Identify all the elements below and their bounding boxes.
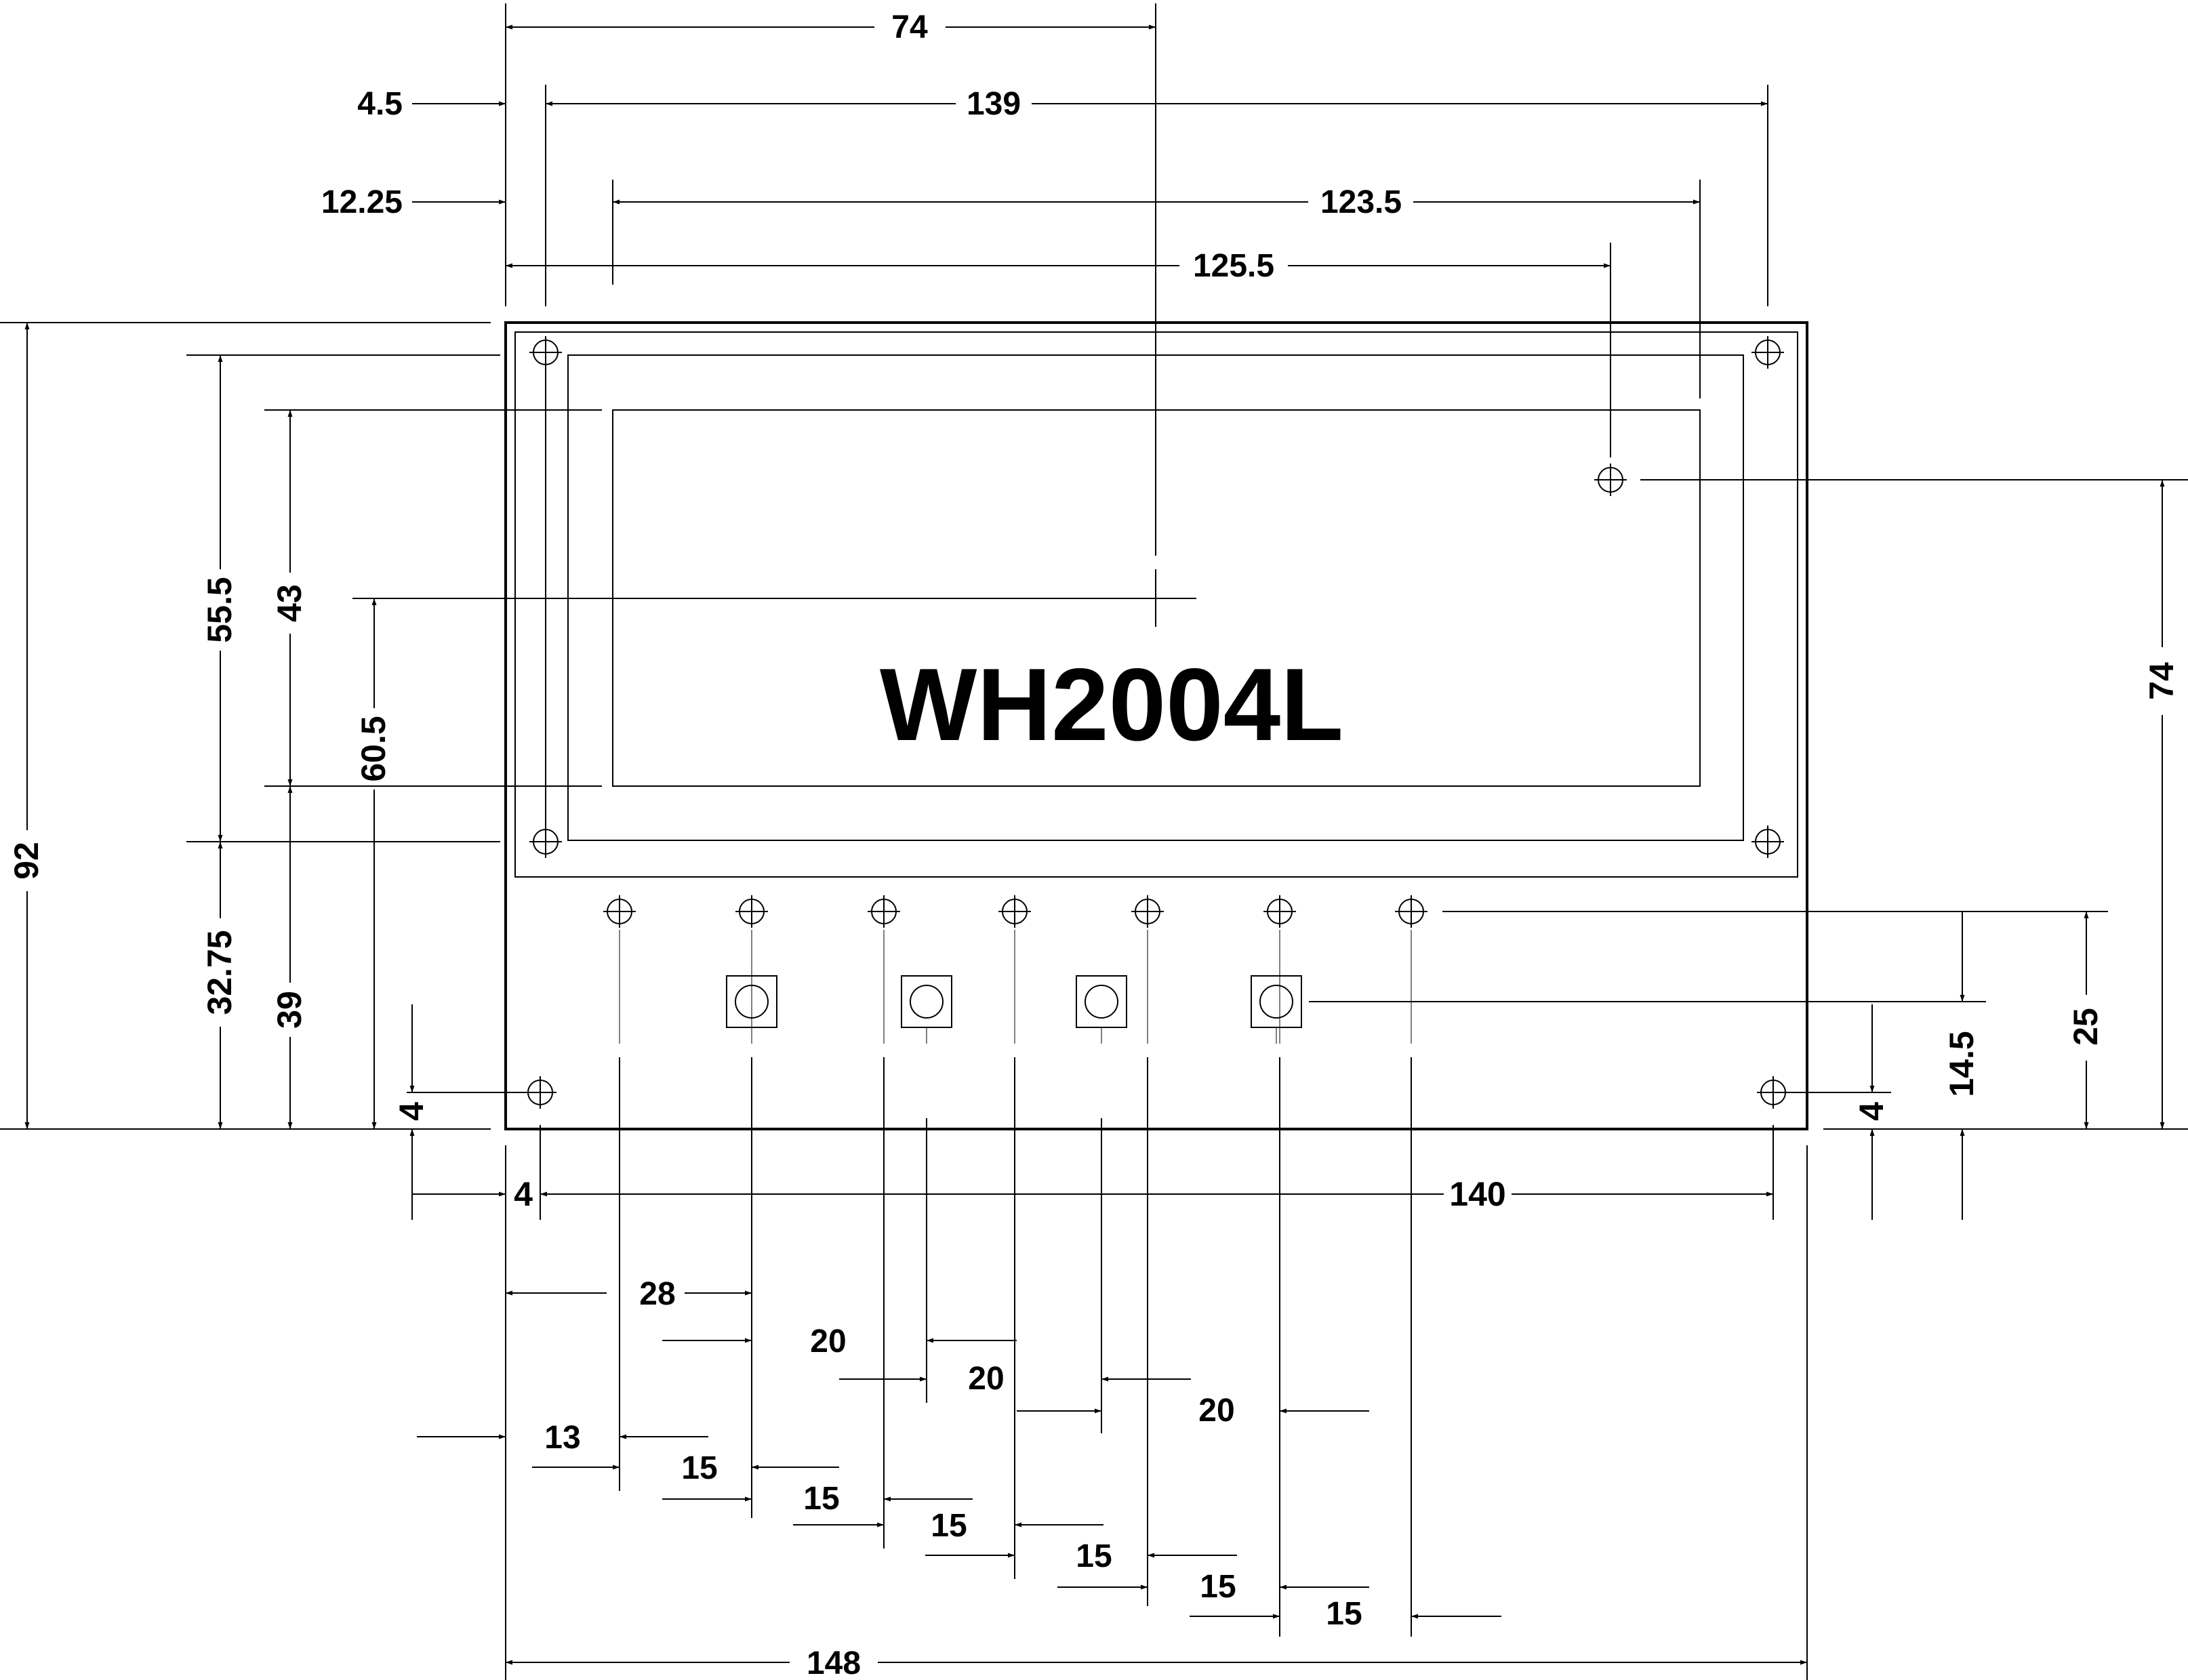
dim-39: 39 xyxy=(270,991,308,1029)
pad-4 xyxy=(1251,975,1302,1044)
dim-43: 43 xyxy=(270,584,308,622)
dim-74-right: 74 xyxy=(2143,662,2181,700)
pin-3 xyxy=(868,895,900,1044)
dim-13: 13 xyxy=(544,1420,580,1456)
dim-148: 148 xyxy=(807,1645,861,1680)
pad-3 xyxy=(1076,975,1127,1044)
pin-extension-lines xyxy=(619,1057,1412,1637)
pin-7 xyxy=(1395,895,1427,1044)
dim-140: 140 xyxy=(1449,1175,1505,1213)
dim-28: 28 xyxy=(639,1276,675,1312)
dim-15-4: 15 xyxy=(1076,1538,1112,1574)
dim-12-25: 12.25 xyxy=(321,184,403,220)
dim-123-5: 123.5 xyxy=(1320,184,1402,220)
dim-139: 139 xyxy=(967,86,1021,122)
dim-20-b: 20 xyxy=(968,1361,1004,1397)
dim-125-5: 125.5 xyxy=(1193,248,1274,284)
pad-1 xyxy=(726,975,777,1044)
dim-25: 25 xyxy=(2067,1008,2105,1046)
dim-55-5: 55.5 xyxy=(201,577,239,642)
connector-pins xyxy=(603,895,1427,1044)
dim-14-5: 14.5 xyxy=(1943,1031,1981,1097)
pin-4 xyxy=(998,895,1031,1044)
dim-15-3: 15 xyxy=(931,1508,967,1544)
dim-4-bottom: 4 xyxy=(514,1175,533,1213)
dim-4-left: 4 xyxy=(392,1102,430,1121)
hole-backlight xyxy=(1594,464,1627,496)
pin-1 xyxy=(603,895,636,1044)
hole-mid-left xyxy=(529,825,562,858)
dim-32-75: 32.75 xyxy=(201,930,239,1015)
hole-top-right xyxy=(1751,336,1784,369)
hole-bottom-left xyxy=(524,1076,556,1109)
dim-20-c: 20 xyxy=(1198,1393,1234,1429)
dim-92: 92 xyxy=(7,842,45,880)
dim-15-1: 15 xyxy=(681,1450,717,1486)
dim-15-5: 15 xyxy=(1200,1569,1236,1605)
pin-2 xyxy=(735,895,768,1044)
pad-2 xyxy=(901,975,952,1044)
dim-4-right: 4 xyxy=(1852,1102,1890,1121)
dim-15-6: 15 xyxy=(1326,1596,1362,1632)
extension-lines xyxy=(0,3,2188,1680)
pin-5 xyxy=(1131,895,1164,1044)
dim-15-2: 15 xyxy=(803,1481,839,1517)
pin-6 xyxy=(1263,895,1296,1044)
dimension-labels: 74 4.5 139 12.25 123.5 125.5 92 55.5 43 … xyxy=(7,9,2181,1680)
dim-4-5: 4.5 xyxy=(357,86,403,122)
hole-bottom-right xyxy=(1757,1076,1789,1109)
dim-20-a: 20 xyxy=(810,1324,846,1359)
mounting-pads xyxy=(726,975,1302,1044)
hole-mid-right xyxy=(1751,825,1784,858)
dim-60-5: 60.5 xyxy=(354,716,392,781)
hole-top-left xyxy=(529,336,562,369)
mounting-holes xyxy=(524,336,1789,1109)
dimension-lines xyxy=(24,24,2165,1665)
dim-74-top: 74 xyxy=(891,9,928,45)
model-title: WH2004L xyxy=(880,647,1343,762)
